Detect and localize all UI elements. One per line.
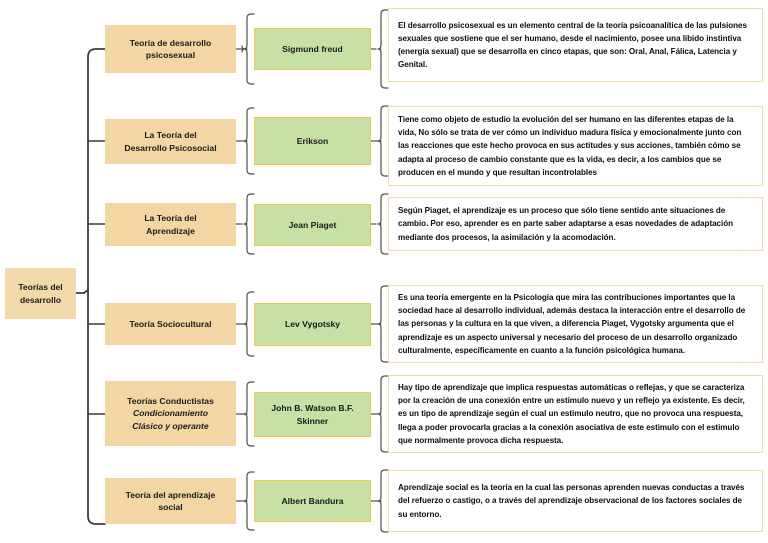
theory-node-psicosocial[interactable]: La Teoría del Desarrollo Psicosocial bbox=[105, 119, 236, 164]
theory-node-aprendizaje-social[interactable]: Teoría del aprendizaje social bbox=[105, 478, 236, 524]
theory-label-line2: Aprendizaje bbox=[146, 225, 195, 236]
theory-node-sociocultural[interactable]: Teoría Sociocultural bbox=[105, 303, 236, 345]
theory-node-psicosexual[interactable]: Teoría de desarrollo psicosexual bbox=[105, 25, 236, 73]
theory-label-line3: Clásico y operante bbox=[132, 420, 209, 431]
author-label: Albert Bandura bbox=[281, 495, 344, 506]
author-node-bandura[interactable]: Albert Bandura bbox=[254, 480, 371, 522]
theory-label-line1: La Teoría del bbox=[144, 130, 197, 141]
theory-label-line2: psicosexual bbox=[145, 50, 196, 60]
description-node-watson-skinner[interactable]: Hay tipo de aprendizaje que implica resp… bbox=[388, 375, 763, 453]
theory-label-line1: Teoría del aprendizaje bbox=[125, 489, 216, 500]
author-label: Lev Vygotsky bbox=[284, 319, 341, 330]
description-text: El desarrollo psicosexual es un elemento… bbox=[398, 20, 747, 70]
author-node-erikson[interactable]: Erikson bbox=[254, 117, 371, 165]
root-label-line1: Teorías del bbox=[18, 282, 63, 293]
description-node-bandura[interactable]: Aprendizaje social es la teoría en la cu… bbox=[388, 470, 763, 532]
theory-label-line2: Condicionamiento bbox=[133, 408, 208, 419]
author-node-freud[interactable]: Sigmund freud bbox=[254, 28, 371, 70]
description-node-piaget[interactable]: Según Piaget, el aprendizaje es un proce… bbox=[388, 197, 763, 251]
description-text: Es una teoría emergente en la Psicología… bbox=[398, 293, 746, 355]
theory-label-line1: Teoría de desarrollo bbox=[129, 37, 212, 48]
theory-label-line1: Teoría Sociocultural bbox=[129, 318, 212, 329]
theory-node-aprendizaje[interactable]: La Teoría del Aprendizaje bbox=[105, 203, 236, 246]
theory-node-conductistas[interactable]: Teorías Conductistas Condicionamiento Cl… bbox=[105, 381, 236, 446]
theory-label-line2: Desarrollo Psicosocial bbox=[124, 142, 217, 153]
author-node-piaget[interactable]: Jean Piaget bbox=[254, 204, 371, 246]
author-label: Jean Piaget bbox=[288, 219, 337, 230]
author-label: John B. Watson B.F. Skinner bbox=[271, 403, 354, 426]
theory-label-line1: Teorías Conductistas bbox=[127, 395, 214, 406]
description-node-vygotsky[interactable]: Es una teoría emergente en la Psicología… bbox=[388, 285, 763, 363]
root-label-line2: desarrollo bbox=[19, 294, 62, 305]
description-text: Hay tipo de aprendizaje que implica resp… bbox=[398, 383, 745, 445]
theory-label-line2: social bbox=[158, 502, 183, 512]
author-label: Sigmund freud bbox=[282, 43, 343, 54]
description-node-freud[interactable]: El desarrollo psicosexual es un elemento… bbox=[388, 8, 763, 82]
author-node-vygotsky[interactable]: Lev Vygotsky bbox=[254, 303, 371, 346]
author-node-watson-skinner[interactable]: John B. Watson B.F. Skinner bbox=[254, 392, 371, 437]
root-node[interactable]: Teorías del desarrollo bbox=[5, 268, 76, 319]
author-label: Erikson bbox=[296, 135, 329, 146]
description-text: Según Piaget, el aprendizaje es un proce… bbox=[398, 206, 733, 242]
theory-label-line1: La Teoría del bbox=[144, 213, 197, 224]
description-text: Aprendizaje social es la teoría en la cu… bbox=[398, 483, 745, 519]
description-text: Tiene como objeto de estudio la evolució… bbox=[398, 115, 742, 177]
description-node-erikson[interactable]: Tiene como objeto de estudio la evolució… bbox=[388, 106, 763, 186]
